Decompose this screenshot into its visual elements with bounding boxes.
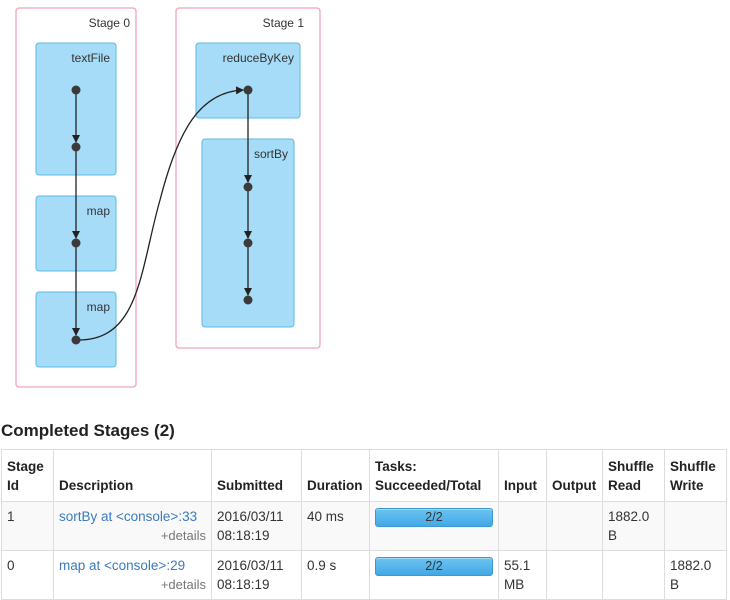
input-cell: 55.1 MB [498,550,547,600]
col-header-shuffle-read[interactable]: Shuffle Read [602,449,665,502]
rdd-node[interactable] [71,335,81,345]
col-header-output[interactable]: Output [546,449,603,502]
shuffle-read-cell [602,550,665,600]
completed-stages-table: Stage Id Description Submitted Duration … [1,449,727,600]
details-toggle[interactable]: +details [160,577,206,592]
rdd-node[interactable] [71,238,81,248]
op-reducebykey-label: reduceByKey [223,51,294,65]
submitted-cell: 2016/03/11 08:18:19 [211,501,302,551]
table-header-row: Stage Id Description Submitted Duration … [1,449,727,502]
details-toggle[interactable]: +details [160,528,206,543]
output-cell [546,501,603,551]
table-row: 0 map at <console>:29 +details 2016/03/1… [1,550,727,600]
op-sortby-label: sortBy [254,147,288,161]
col-header-shuffle-write[interactable]: Shuffle Write [664,449,727,502]
tasks-progress-bar: 2/2 [375,557,493,576]
shuffle-write-cell: 1882.0 B [664,550,727,600]
output-cell [546,550,603,600]
description-cell: map at <console>:29 +details [53,550,212,600]
stage-id-cell: 1 [1,501,54,551]
col-header-submitted[interactable]: Submitted [211,449,302,502]
table-row: 1 sortBy at <console>:33 +details 2016/0… [1,501,727,551]
stage-id-cell: 0 [1,550,54,600]
shuffle-edge [75,86,244,341]
description-cell: sortBy at <console>:33 +details [53,501,212,551]
stage-description-link[interactable]: sortBy at <console>:33 [59,509,198,524]
rdd-node[interactable] [243,238,253,248]
op-map-1-label: map [87,204,111,218]
rdd-node[interactable] [243,182,253,192]
input-cell [498,501,547,551]
op-map-2-label: map [87,300,111,314]
stage-description-link[interactable]: map at <console>:29 [59,558,186,573]
shuffle-write-cell [664,501,727,551]
shuffle-read-cell: 1882.0 B [602,501,665,551]
completed-stages-title: Completed Stages (2) [1,421,175,440]
tasks-cell: 2/2 [369,501,499,551]
duration-cell: 0.9 s [301,550,370,600]
col-header-description[interactable]: Description [53,449,212,502]
col-header-stage-id[interactable]: Stage Id [1,449,54,502]
stage-0-label: Stage 0 [89,16,131,30]
rdd-node[interactable] [71,142,81,152]
dag-edges [72,86,252,341]
tasks-cell: 2/2 [369,550,499,600]
rdd-node[interactable] [243,295,253,305]
op-textfile-label: textFile [71,51,110,65]
duration-cell: 40 ms [301,501,370,551]
rdd-node[interactable] [243,85,253,95]
col-header-duration[interactable]: Duration [301,449,370,502]
col-header-tasks[interactable]: Tasks: Succeeded/Total [369,449,499,502]
submitted-cell: 2016/03/11 08:18:19 [211,550,302,600]
tasks-progress-bar: 2/2 [375,508,493,527]
stage-1-label: Stage 1 [263,16,305,30]
dag-nodes [71,85,253,345]
rdd-node[interactable] [71,85,81,95]
col-header-input[interactable]: Input [498,449,547,502]
dag-visualization: Stage 0 textFile map map Stage 1 reduceB… [15,7,321,388]
